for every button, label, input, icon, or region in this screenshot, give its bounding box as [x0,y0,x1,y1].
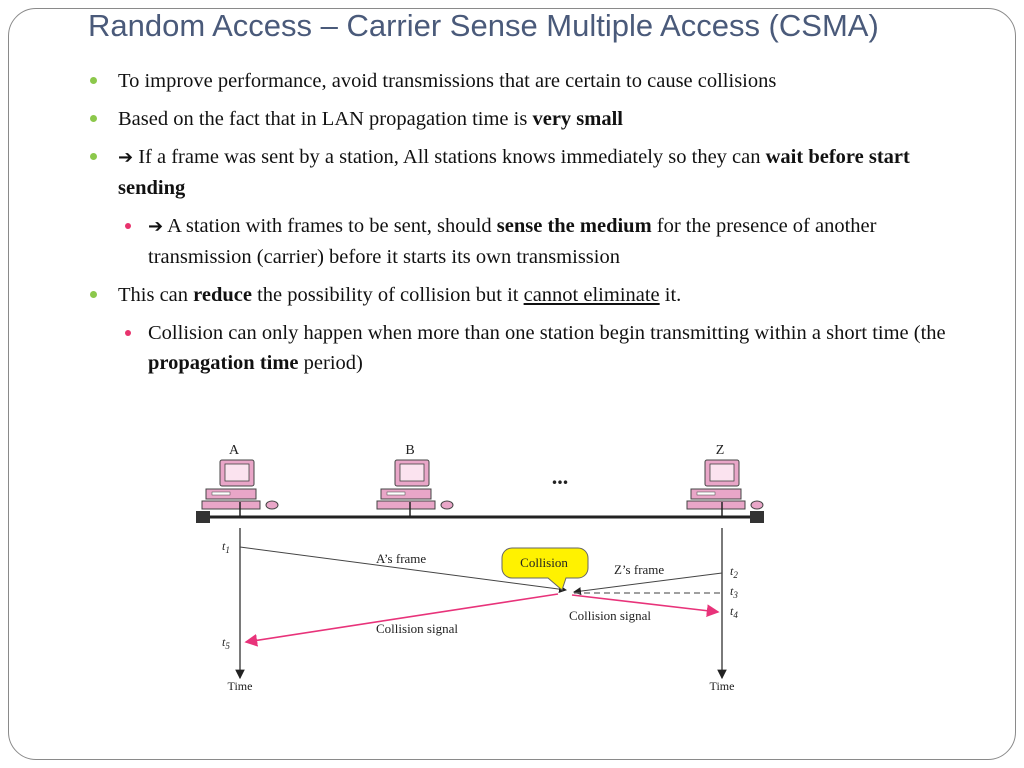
arrow-right-icon: ➔ [148,216,164,237]
bullet-text: Collision can only happen when more than… [148,322,946,344]
bullet-text: This can [118,284,194,306]
subbullet-sense-medium: ➔ A station with frames to be sent, shou… [88,211,948,272]
bullet-text: period) [298,352,363,374]
arrow-right-icon: ➔ [118,147,134,168]
z-frame-line [573,572,723,596]
collision-signal-right-label: Collision signal [569,608,651,623]
t1-label: t1 [222,539,230,555]
t4-label: t4 [730,604,738,620]
time-label-right: Time [710,679,735,693]
bullet-text: Based on the fact that in LAN propagatio… [118,108,533,130]
subbullet-collision-happen: Collision can only happen when more than… [88,318,948,378]
bullet-text: To improve performance, avoid transmissi… [118,70,777,92]
bus-terminator-left [196,511,210,523]
bullet-list: To improve performance, avoid transmissi… [88,66,948,386]
station-a-label: A [229,443,240,458]
page-title: Random Access – Carrier Sense Multiple A… [88,8,879,43]
station-z-label: Z [716,443,725,458]
bullet-bold: wait before start sending [118,146,910,199]
bullet-bold: sense the medium [496,215,652,237]
collision-callout-label: Collision [520,555,568,570]
collision-signal-left-line [244,593,559,647]
slide-frame [8,8,1016,760]
t5-label: t5 [222,635,230,651]
time-label-left: Time [228,679,253,693]
bullet-text: If a frame was sent by a station, All st… [133,146,766,168]
collision-callout [501,547,589,591]
a-frame-label: A’s frame [376,551,426,566]
station-b-label: B [405,443,414,458]
t2-label: t2 [730,564,738,580]
bullet-propagation-time: Based on the fact that in LAN propagatio… [88,104,948,134]
computer-z-icon [686,459,764,510]
z-frame-label: Z’s frame [614,562,664,577]
bullet-bold: very small [532,108,623,130]
bullet-bold: reduce [193,284,252,306]
a-frame-line [239,546,567,594]
csma-collision-diagram: A B Z ... Time Time t1 t2 t3 t4 t5 A’s f… [196,443,764,693]
bullet-text: the possibility of collision but it [251,284,524,306]
t3-label: t3 [730,584,738,600]
bullet-text: it. [659,284,682,306]
collision-signal-left-label: Collision signal [376,621,458,636]
bus-terminator-right [750,511,764,523]
bullet-improve-performance: To improve performance, avoid transmissi… [88,66,948,96]
bullet-text: A station with frames to be sent, should [163,215,497,237]
bullet-frame-sent: ➔ If a frame was sent by a station, All … [88,142,948,203]
computer-b-icon [376,459,454,510]
collision-signal-right-line [571,594,720,618]
station-ellipsis: ... [552,464,569,489]
computer-a-icon [201,459,279,510]
bullet-reduce-collision: This can reduce the possibility of colli… [88,280,948,310]
bullet-text: for the presence of another transmission… [148,215,877,268]
bullet-bold: propagation time [148,352,299,374]
bullet-underline: cannot eliminate [523,284,660,306]
